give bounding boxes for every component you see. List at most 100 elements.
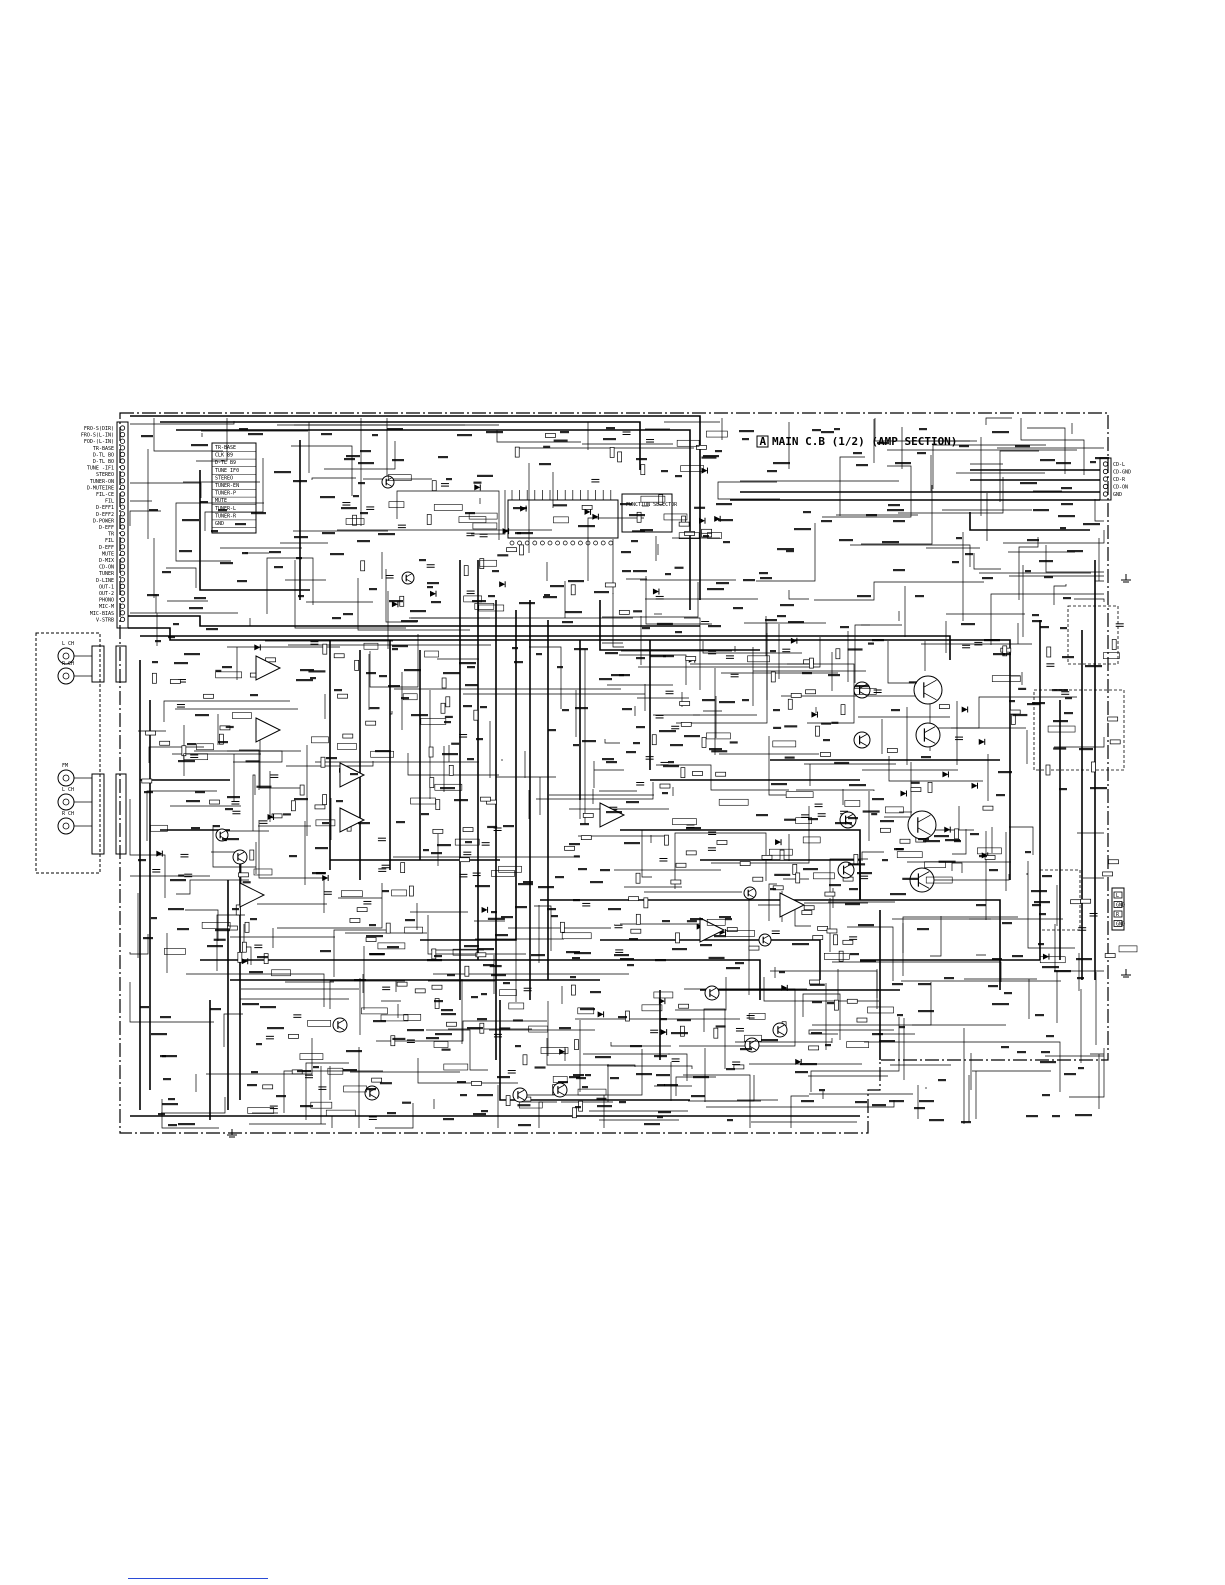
resistor [812,935,824,940]
connector-pin [119,478,126,484]
label-box [528,1025,548,1033]
tiny-text-mark [1027,703,1040,706]
tiny-text-mark [225,808,233,811]
tiny-text-mark [729,741,738,744]
tiny-text-mark [427,959,442,962]
signal-line [529,646,562,709]
signal-line [294,560,406,629]
signal-line [675,1076,716,1096]
transistor [758,933,772,947]
transistor-collector [845,814,853,819]
signal-line [185,909,219,941]
input-jack-center [62,672,70,680]
label-box [680,465,704,472]
tiny-text-mark [708,956,725,960]
diode [592,513,599,520]
tiny-text-mark [491,974,506,977]
resistor [522,1054,528,1066]
signal-line [790,1095,809,1128]
tiny-text-mark [979,855,987,858]
resistor [636,511,642,523]
label-box [404,926,423,934]
tiny-text-mark [548,729,556,732]
op-amp [255,655,282,681]
tiny-text-mark [315,847,328,850]
label-box [663,513,688,521]
tiny-text-mark [444,721,451,724]
resistor [835,648,841,660]
label-box [896,851,923,858]
tiny-text-mark [636,657,645,660]
label-box [1047,725,1076,733]
resistor [726,927,738,932]
resistor [445,696,451,708]
input-jack-label: FM [62,763,68,769]
resistor [473,709,479,721]
resistor [463,565,469,576]
tiny-text-mark [557,666,563,669]
footer-rule [128,1578,268,1579]
label-box [468,512,498,520]
tiny-text-mark [657,1116,663,1119]
tiny-text-mark [547,908,556,911]
tiny-text-mark [550,585,564,588]
label-box [925,876,953,884]
tiny-text-mark [795,1071,808,1074]
tiny-text-mark [562,621,573,624]
transistor-collector [748,888,754,893]
tiny-text-mark [191,827,200,830]
tiny-text-mark [141,435,153,438]
tiny-text-mark [178,760,195,763]
tiny-text-mark [168,1124,177,1127]
input-jack-label: L CH [62,787,74,793]
tiny-text-mark [155,640,161,643]
transistor [704,985,720,1001]
signal-line [768,883,777,921]
signal-line [277,883,383,929]
signal-line [850,544,971,567]
resistor [809,657,814,669]
tiny-text-mark [572,957,580,960]
tiny-text-mark [595,1056,611,1059]
tiny-text-mark [1040,1061,1056,1064]
signal-line [223,1013,243,1047]
tiny-text-mark [578,868,587,871]
op-amp [779,892,806,918]
connector-pin [119,491,126,497]
tiny-text-mark [481,993,487,996]
label-box [991,675,1021,682]
tiny-text-mark [803,511,811,514]
cd-connector-label: CD-L [1113,462,1125,468]
transistor [839,811,857,829]
tiny-text-mark [578,525,595,528]
resistor [365,720,377,726]
label-box [846,1041,869,1048]
tiny-text-mark [715,450,722,453]
tiny-text-mark [296,679,313,682]
signal-line [243,924,252,965]
resistor [446,1021,457,1027]
tiny-text-mark [1015,445,1030,448]
input-jack [57,667,75,685]
tiny-text-mark [454,799,468,802]
resistor [1111,639,1117,650]
tiny-text-mark [138,859,146,862]
tiny-text-mark [1052,689,1068,692]
tiny-text-mark [811,1032,822,1035]
tiny-text-mark [357,540,370,543]
tiny-text-mark [443,1118,454,1121]
tiny-text-mark [387,428,403,431]
label-box [795,817,813,824]
resistor [748,945,760,951]
tiny-text-mark [896,848,903,851]
resistor [808,1045,819,1051]
resistor [609,447,615,458]
signal-line [814,581,984,601]
tiny-text-mark [871,813,878,816]
signal-line [703,1008,726,1069]
tiny-text-mark [346,455,360,458]
tiny-text-mark [662,920,670,923]
resistor [680,1025,685,1037]
tiny-text-mark [693,1076,709,1079]
